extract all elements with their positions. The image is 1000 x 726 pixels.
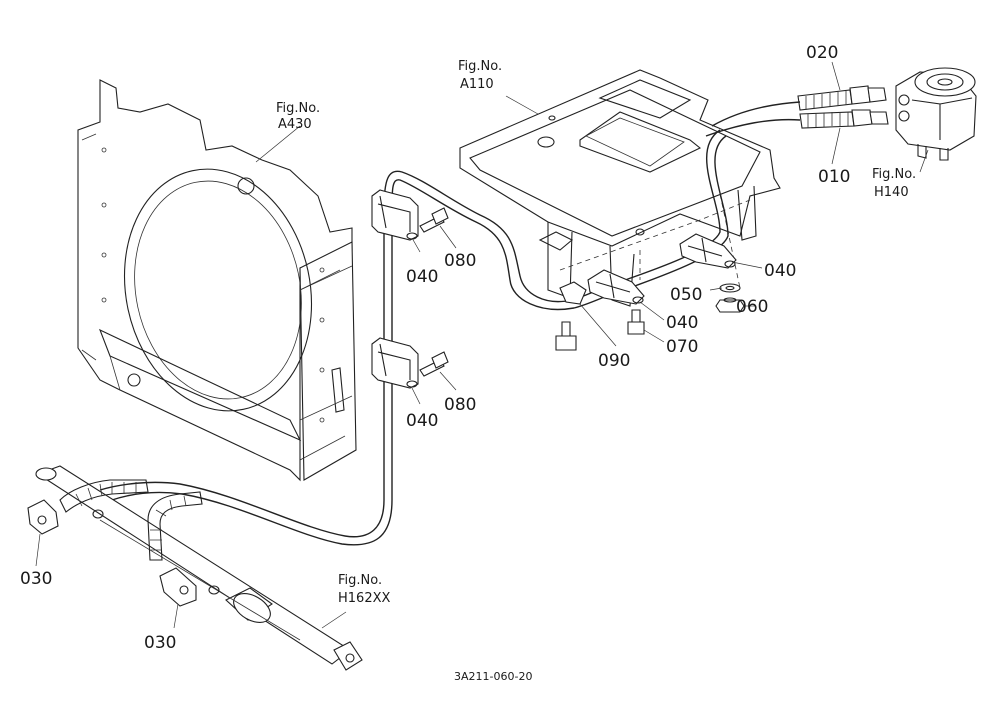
fig-ref-a110-title: Fig.No. (458, 59, 502, 74)
bolt-080-upper (419, 207, 449, 233)
elbow-fitting-030-left (27, 499, 59, 535)
fig-ref-a430-code: A430 (278, 117, 312, 132)
fig-ref-h140-code: H140 (874, 185, 909, 200)
callout-020: 020 (806, 43, 838, 63)
callout-040-upper-left: 040 (406, 267, 438, 287)
hose-lines (99, 101, 801, 546)
clamp-upper-left (371, 189, 419, 241)
callout-060: 060 (736, 297, 768, 317)
callout-050: 050 (670, 285, 702, 305)
fig-ref-a430-title: Fig.No. (276, 101, 320, 116)
callout-090: 090 (598, 351, 630, 371)
drawing-code: 3A211-060-20 (454, 670, 532, 683)
flex-hose-lower (59, 479, 203, 561)
clip-090 (559, 281, 587, 305)
callout-030-left: 030 (20, 569, 52, 589)
elbow-fitting-030-bottom (159, 567, 220, 607)
callout-030-bottom: 030 (144, 633, 176, 653)
washer-050 (719, 283, 741, 293)
fig-ref-h162xx-title: Fig.No. (338, 573, 382, 588)
callout-040-lower-left: 040 (406, 411, 438, 431)
fig-ref-a110-code: A110 (460, 77, 494, 92)
flex-hose-010 (799, 109, 889, 129)
radiator-shroud (77, 79, 357, 482)
nut-060 (715, 297, 745, 313)
callout-040-middle: 040 (666, 313, 698, 333)
clamp-middle (587, 269, 645, 305)
clamp-lower-left (371, 337, 419, 389)
steering-cylinder (35, 465, 363, 671)
bolt-080-lower (419, 351, 449, 377)
bolt-lower-loose (555, 321, 577, 351)
leader-lines (35, 61, 929, 629)
clamp-upper-right (679, 233, 737, 269)
bolt-070 (627, 309, 645, 335)
flex-hose-020 (797, 85, 887, 111)
steering-unit (895, 67, 977, 161)
callout-040-upper-right: 040 (764, 261, 796, 281)
fig-ref-h140-title: Fig.No. (872, 167, 916, 182)
fig-ref-h162xx-code: H162XX (338, 591, 390, 606)
callout-010: 010 (818, 167, 850, 187)
callout-070: 070 (666, 337, 698, 357)
callout-080-lower: 080 (444, 395, 476, 415)
callout-080-upper: 080 (444, 251, 476, 271)
